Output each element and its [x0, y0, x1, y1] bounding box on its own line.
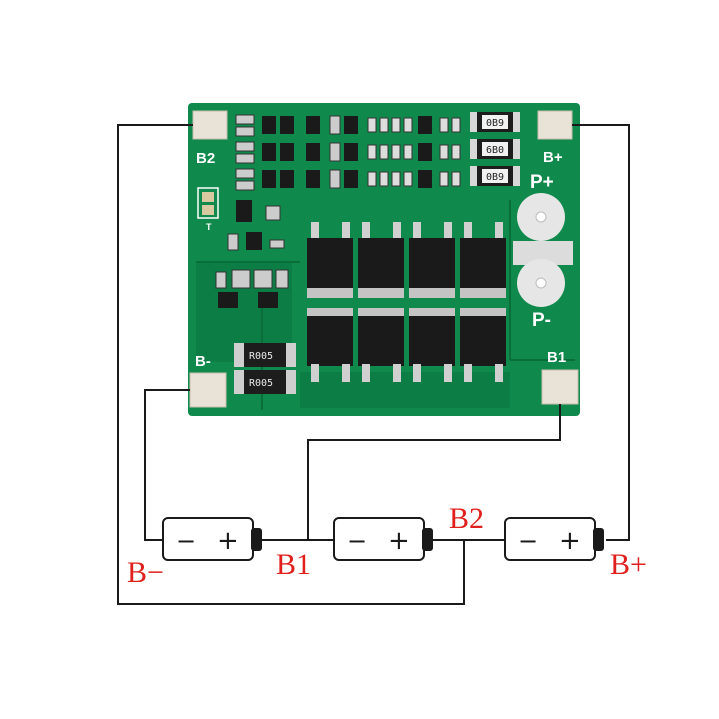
pad-bplus — [537, 110, 573, 140]
pcb-board: B2 B+ P+ P- B- B1 0B9 6B0 0B9 — [188, 103, 580, 416]
battery-minus-sign: − — [347, 527, 367, 555]
mosfet-array — [307, 222, 506, 382]
resistor-1-label: 0B9 — [486, 118, 504, 129]
resistor-2-end-a — [470, 139, 477, 159]
top-resistors: 0B9 6B0 0B9 — [470, 112, 520, 186]
silk-t: T — [206, 222, 212, 232]
battery-cell-1: − + — [162, 517, 262, 561]
resistor-2-label-bg — [482, 142, 508, 156]
silk-b2: B2 — [196, 150, 215, 167]
battery-terminal — [593, 528, 604, 551]
battery-terminal — [422, 528, 433, 551]
mosfet-row-top — [307, 222, 506, 298]
battery-terminal — [251, 528, 262, 551]
silk-bplus: B+ — [543, 149, 563, 166]
shunt-2-label: R005 — [249, 378, 273, 389]
wire-b1 — [307, 404, 561, 540]
hole-pplus-inner — [535, 211, 547, 223]
resistor-1-label-bg — [482, 115, 508, 129]
silk-pminus: P- — [532, 310, 551, 331]
battery-minus-sign: − — [518, 527, 538, 555]
resistor-3-end-b — [513, 166, 520, 186]
control-components — [215, 200, 289, 308]
smd-row-3 — [235, 168, 461, 191]
label-b2: B2 — [449, 502, 484, 535]
smd-row-2 — [235, 141, 461, 164]
t-header: T — [197, 187, 219, 232]
resistor-1-end-b — [513, 112, 520, 132]
label-bplus: B+ — [610, 548, 647, 581]
label-bminus: B− — [127, 556, 164, 589]
battery-cell-3: − + — [504, 517, 604, 561]
hole-pminus-inner — [535, 277, 547, 289]
wire-bplus — [572, 124, 630, 541]
pad-bminus — [189, 372, 227, 408]
resistor-3-label-bg — [482, 169, 508, 183]
shunt-1-label: R005 — [249, 351, 273, 362]
wire-b2 — [117, 124, 465, 605]
battery-plus-sign: + — [217, 526, 239, 556]
resistor-1-end-a — [470, 112, 477, 132]
mosfet-row-bottom — [307, 308, 506, 382]
battery-cell-2: − + — [333, 517, 433, 561]
silk-pplus: P+ — [530, 172, 554, 193]
wire-bminus — [144, 389, 190, 541]
resistor-3-label: 0B9 — [486, 172, 504, 183]
wiring — [117, 124, 630, 605]
label-b1: B1 — [276, 548, 311, 581]
battery-plus-sign: + — [388, 526, 410, 556]
copper-pour-bottom — [300, 372, 510, 408]
shunt-resistors: R005 R005 — [234, 343, 296, 394]
pad-b1 — [541, 369, 579, 405]
pad-b2 — [192, 110, 228, 140]
smd-component-rows — [235, 114, 461, 191]
resistor-2-end-b — [513, 139, 520, 159]
resistor-3-end-a — [470, 166, 477, 186]
smd-row-1 — [235, 114, 461, 137]
battery-minus-sign: − — [176, 527, 196, 555]
silk-bminus: B- — [195, 353, 211, 370]
battery-plus-sign: + — [559, 526, 581, 556]
silk-b1: B1 — [547, 349, 566, 366]
resistor-2-label: 6B0 — [486, 145, 504, 156]
